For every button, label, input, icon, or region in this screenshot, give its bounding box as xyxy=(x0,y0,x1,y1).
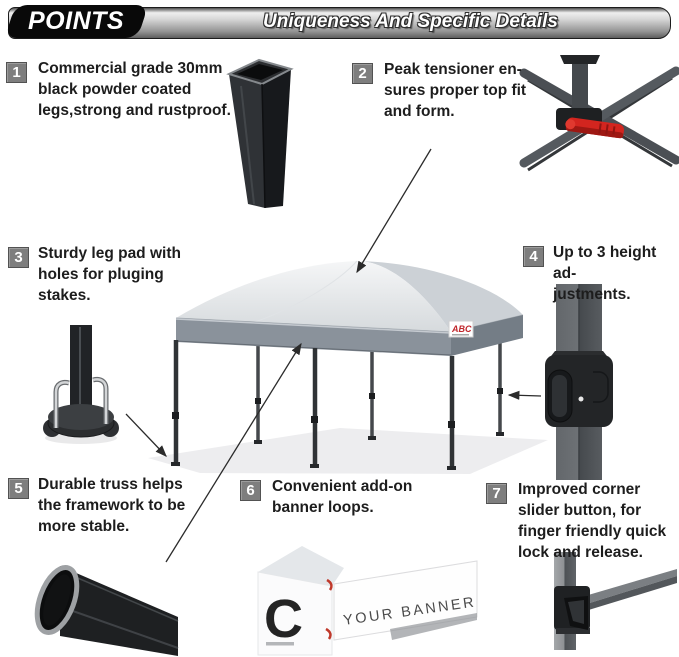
tent-logo-text: ABC xyxy=(451,324,472,334)
feature-1-text: Commercial grade 30mm black powder coate… xyxy=(38,60,231,119)
tent-front-legs xyxy=(173,340,455,468)
feature-4-badge: 4 xyxy=(523,246,544,267)
tent-logo-label: ABC xyxy=(448,320,474,338)
feature-7-badge: 7 xyxy=(486,483,507,504)
feature-2-text: Peak tensioner en- sures proper top fit … xyxy=(384,61,527,120)
feature-3-badge: 3 xyxy=(8,247,29,268)
tent-illustration: ABC xyxy=(148,260,548,474)
annotation-arrows xyxy=(125,148,542,563)
leg-tube-illustration xyxy=(226,58,294,209)
arrow-to-truss xyxy=(165,342,302,563)
red-lever xyxy=(565,117,625,139)
feature-1-badge: 1 xyxy=(6,62,27,83)
ground-shadow xyxy=(148,428,548,474)
banner-loop-bottom xyxy=(325,627,332,640)
banner-illustration: C YOUR BANNER xyxy=(257,546,478,656)
arrow-to-peak xyxy=(356,148,432,274)
banner-loop-top xyxy=(326,578,333,591)
header-title: Uniqueness And Specific Details xyxy=(263,11,558,32)
valance-front xyxy=(176,318,451,356)
arrow-to-leg-foot xyxy=(125,413,167,457)
canopy-right-face xyxy=(357,261,523,332)
peak-tensioner-illustration xyxy=(519,55,679,172)
feature-2-badge: 2 xyxy=(352,63,373,84)
feature-5-badge: 5 xyxy=(8,478,29,499)
canopy-logo-partial: C xyxy=(264,589,303,649)
leg-pad-illustration xyxy=(43,325,119,444)
corner-slider-illustration xyxy=(554,552,677,650)
truss-tube-illustration xyxy=(34,565,179,656)
feature-6-text: Convenient add-on banner loops. xyxy=(272,478,413,516)
feature-6-badge: 6 xyxy=(240,480,261,501)
valance-right xyxy=(451,315,523,356)
feature-4-text: Up to 3 height ad- justments. xyxy=(553,244,657,303)
height-slider-illustration xyxy=(545,284,613,480)
feature-7-text: Improved corner slider button, for finge… xyxy=(518,481,667,561)
feature-5-text: Durable truss helps the framework to be … xyxy=(38,476,186,535)
canopy-front-face xyxy=(176,261,451,332)
arrow-to-height-slider xyxy=(507,390,542,400)
feature-3-text: Sturdy leg pad with holes for pluging st… xyxy=(38,245,181,304)
